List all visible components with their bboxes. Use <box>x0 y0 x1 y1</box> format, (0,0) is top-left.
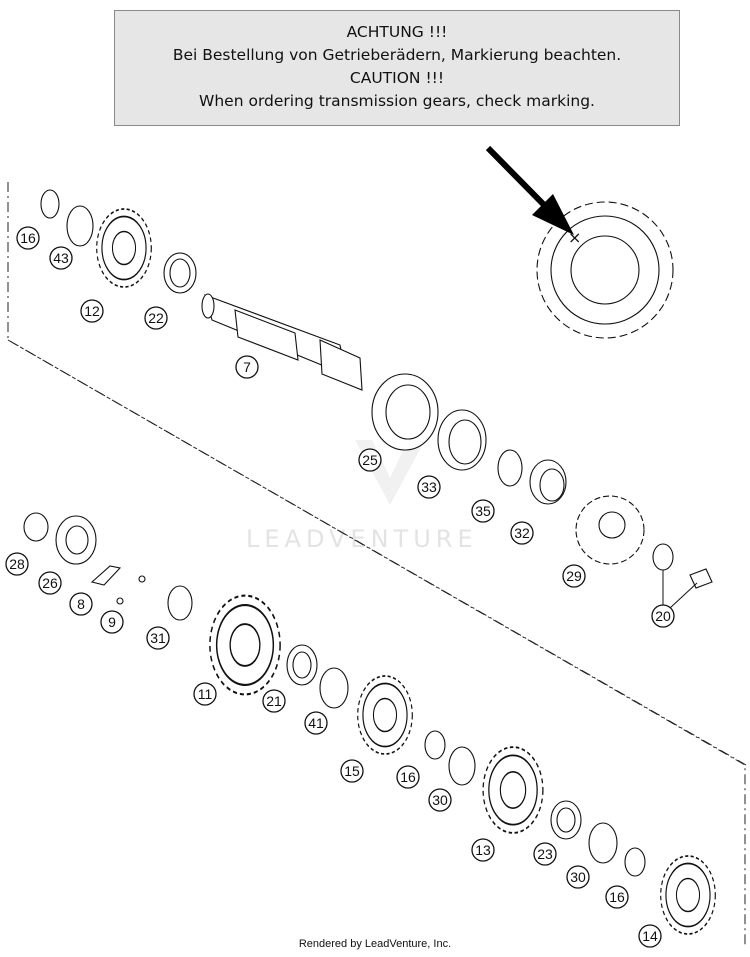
callout-29: 29 <box>562 564 586 588</box>
svg-text:16: 16 <box>609 889 625 905</box>
callout-9: 9 <box>100 610 124 634</box>
snap-ring-16-lower <box>624 847 646 877</box>
seal-ring-33 <box>437 409 487 471</box>
svg-text:28: 28 <box>9 556 25 572</box>
callout-23: 23 <box>533 842 557 866</box>
callout-14: 14 <box>638 924 662 948</box>
callout-28: 28 <box>5 552 29 576</box>
callout-16-lower: 16 <box>605 885 629 909</box>
callout-8: 8 <box>69 592 93 616</box>
thrust-washer-43 <box>66 205 94 247</box>
callout-31: 31 <box>146 626 170 650</box>
callout-15: 15 <box>340 759 364 783</box>
retainer-plate-8 <box>90 565 122 586</box>
watermark-text: LEADVENTURE <box>246 525 478 553</box>
gear-marking-detail: × <box>536 201 674 339</box>
callout-30-mid: 30 <box>428 788 452 812</box>
caution-notice-box: ACHTUNG !!! Bei Bestellung von Getrieber… <box>114 10 680 126</box>
footer-credit: Rendered by LeadVenture, Inc. <box>298 938 452 950</box>
gear-11 <box>208 594 282 696</box>
svg-text:31: 31 <box>150 630 166 646</box>
needle-bearing-23 <box>550 800 582 840</box>
svg-text:15: 15 <box>344 763 360 779</box>
callout-12: 12 <box>80 299 104 323</box>
svg-text:14: 14 <box>642 928 658 944</box>
svg-text:33: 33 <box>421 479 437 495</box>
callout-16-upper: 16 <box>16 226 40 250</box>
main-shaft-7 <box>201 293 363 391</box>
svg-text:23: 23 <box>537 846 553 862</box>
svg-text:30: 30 <box>570 869 586 885</box>
svg-text:16: 16 <box>400 769 416 785</box>
callout-30-lower: 30 <box>566 865 590 889</box>
svg-text:8: 8 <box>77 596 85 612</box>
callout-43: 43 <box>49 246 73 270</box>
svg-text:32: 32 <box>514 525 530 541</box>
snap-ring-28 <box>23 512 49 542</box>
svg-text:7: 7 <box>243 359 251 375</box>
svg-text:13: 13 <box>475 842 491 858</box>
snap-ring-16-upper <box>40 189 60 219</box>
thrust-washer-30-mid <box>448 746 476 786</box>
svg-text:16: 16 <box>20 230 36 246</box>
ball-bearing-25 <box>371 373 439 451</box>
notice-line-german: Bei Bestellung von Getrieberädern, Marki… <box>172 46 622 64</box>
callout-21: 21 <box>262 689 286 713</box>
callout-13: 13 <box>471 838 495 862</box>
callout-22: 22 <box>144 306 168 330</box>
washer-bolt-20 <box>652 543 713 589</box>
sprocket-29 <box>575 495 645 565</box>
callout-32: 32 <box>510 521 534 545</box>
gear-12 <box>95 208 153 288</box>
needle-bearing-21 <box>286 644 318 686</box>
svg-text:43: 43 <box>53 250 69 266</box>
callout-25: 25 <box>358 448 382 472</box>
svg-text:30: 30 <box>432 792 448 808</box>
svg-text:41: 41 <box>308 715 324 731</box>
needle-bearing-22 <box>163 252 197 294</box>
callout-41: 41 <box>304 711 328 735</box>
callout-11: 11 <box>193 682 217 706</box>
dashed-assembly-outline <box>7 182 747 948</box>
washer-31 <box>167 585 193 621</box>
svg-text:26: 26 <box>42 575 58 591</box>
thrust-washer-30-lower <box>588 822 618 864</box>
notice-line-achtung: ACHTUNG !!! <box>346 23 448 41</box>
callout-33: 33 <box>417 475 441 499</box>
spacer-32 <box>529 459 567 505</box>
gear-14 <box>659 855 717 935</box>
svg-text:20: 20 <box>655 608 671 624</box>
gear-15 <box>356 675 414 755</box>
callout-16-mid: 16 <box>396 765 420 789</box>
leader-lines-20 <box>662 570 698 609</box>
svg-text:12: 12 <box>84 303 100 319</box>
snap-ring-16-mid <box>424 730 446 760</box>
callout-35: 35 <box>471 499 495 523</box>
callout-20: 20 <box>651 604 675 628</box>
notice-line-caution: CAUTION !!! <box>349 69 445 87</box>
o-ring-35 <box>497 449 523 487</box>
callout-7: 7 <box>235 355 259 379</box>
marking-arrow <box>485 145 574 235</box>
svg-text:9: 9 <box>108 614 116 630</box>
svg-text:11: 11 <box>198 686 213 702</box>
notice-line-english: When ordering transmission gears, check … <box>199 92 595 110</box>
svg-text:21: 21 <box>266 693 282 709</box>
svg-text:25: 25 <box>362 452 378 468</box>
screw-9 <box>116 575 146 605</box>
callout-26: 26 <box>38 571 62 595</box>
washer-41 <box>319 667 349 709</box>
ball-bearing-26 <box>55 515 97 565</box>
gear-13 <box>482 746 544 834</box>
svg-text:29: 29 <box>566 568 582 584</box>
svg-text:22: 22 <box>148 310 164 326</box>
svg-text:35: 35 <box>475 503 491 519</box>
